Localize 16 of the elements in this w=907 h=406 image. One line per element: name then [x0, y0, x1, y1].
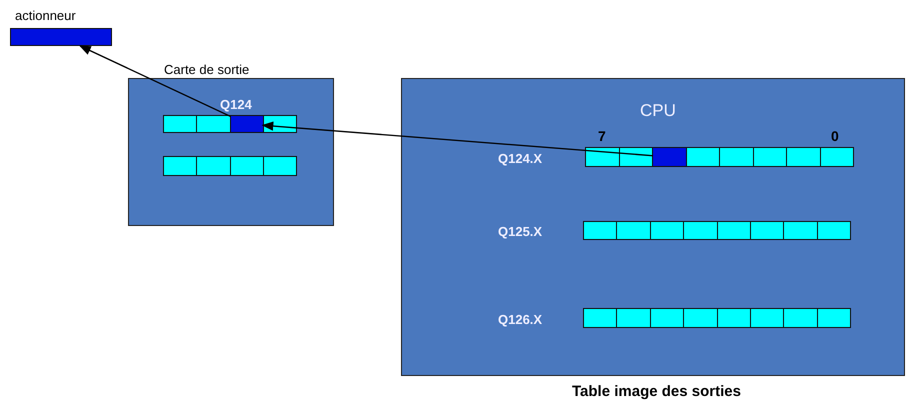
active-bit-cell [230, 116, 263, 132]
register-label: Q126.X [498, 312, 542, 327]
arrow [262, 121, 654, 156]
active-bit-cell [653, 148, 686, 166]
register-bar [163, 156, 297, 176]
cpu-title: CPU [640, 103, 676, 118]
register-label: Q125.X [498, 224, 542, 239]
bit-number: 7 [598, 129, 606, 144]
caption: Table image des sorties [572, 384, 741, 399]
register-label: Q124.X [498, 151, 542, 166]
module-box [401, 78, 905, 376]
actuator-label: actionneur [15, 8, 76, 23]
register-name: Q124 [220, 97, 252, 112]
bit-number: 0 [831, 129, 839, 144]
arrow [79, 45, 231, 118]
card-title: Carte de sortie [164, 62, 250, 77]
